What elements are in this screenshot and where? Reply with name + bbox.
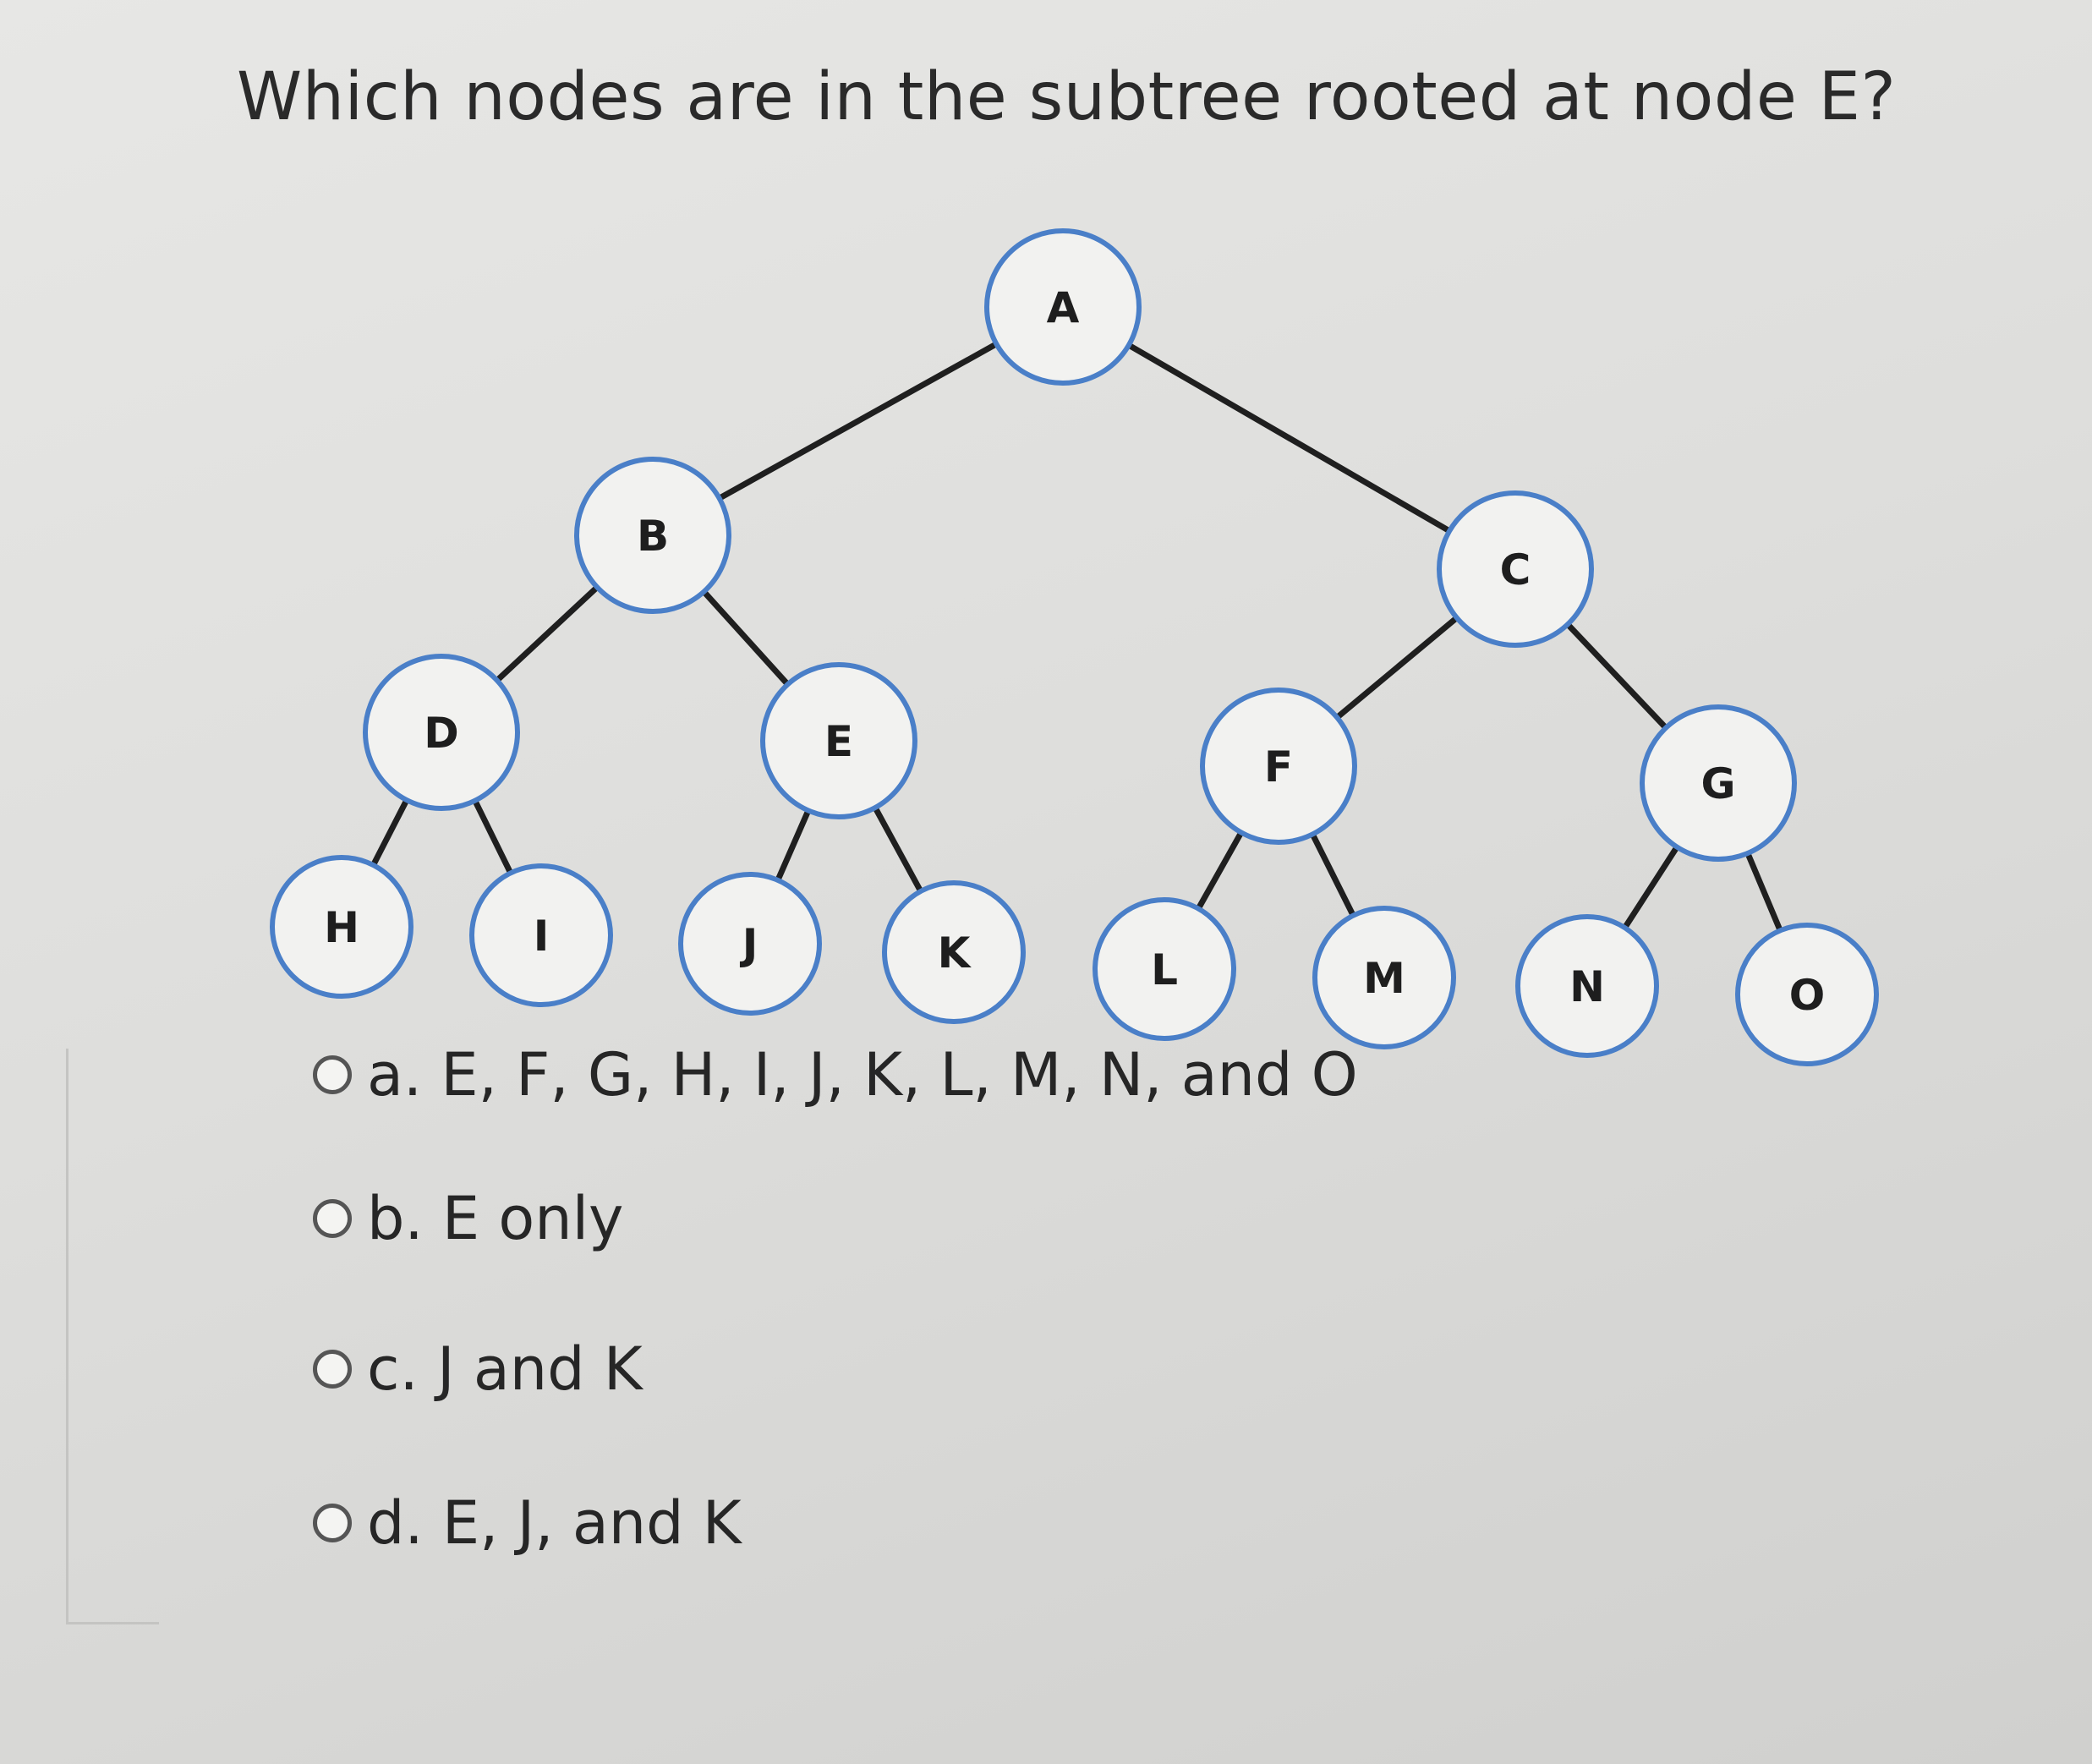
- tree-node-h: H: [270, 855, 413, 999]
- edge-a-c: [1121, 339, 1457, 537]
- tree-node-g: G: [1640, 704, 1797, 862]
- panel-border-left: [66, 1049, 68, 1624]
- node-circle: [363, 654, 520, 811]
- option-d[interactable]: d. E, J, and K: [313, 1488, 742, 1558]
- tree-node-j: J: [678, 872, 822, 1016]
- tree-node-d: D: [363, 654, 520, 811]
- edge-d-i: [469, 792, 516, 881]
- node-circle: [270, 855, 413, 999]
- option-b-label: b. E only: [367, 1184, 624, 1253]
- tree-node-o: O: [1735, 923, 1879, 1066]
- node-circle: [574, 457, 731, 614]
- node-label: C: [1500, 545, 1531, 594]
- node-label: I: [534, 912, 550, 961]
- node-label: L: [1151, 945, 1178, 994]
- edge-b-e: [697, 584, 795, 692]
- edge-g-o: [1743, 845, 1786, 939]
- node-circle: [760, 662, 917, 819]
- node-label: G: [1700, 759, 1735, 808]
- node-circle: [1515, 914, 1659, 1058]
- node-circle: [1093, 897, 1236, 1041]
- tree-node-c: C: [1437, 490, 1594, 648]
- edge-g-n: [1618, 840, 1683, 935]
- radio-icon[interactable]: [313, 1350, 352, 1389]
- panel-border-bottom: [66, 1622, 159, 1624]
- node-circle: [469, 863, 613, 1007]
- node-circle: [678, 872, 822, 1016]
- option-c-label: c. J and K: [367, 1334, 643, 1404]
- node-label: M: [1363, 954, 1405, 1003]
- edge-f-l: [1192, 824, 1247, 917]
- edge-b-d: [490, 580, 605, 688]
- edge-f-m: [1307, 826, 1359, 923]
- radio-icon[interactable]: [313, 1055, 352, 1094]
- node-label: A: [1047, 283, 1080, 332]
- node-label: J: [740, 920, 758, 969]
- node-label: H: [324, 903, 359, 952]
- node-label: D: [424, 709, 459, 758]
- node-circle: [882, 880, 1026, 1024]
- node-circle: [1735, 923, 1879, 1066]
- node-circle: [1200, 688, 1357, 845]
- radio-icon[interactable]: [313, 1199, 352, 1238]
- node-circle: [984, 228, 1142, 386]
- tree-node-k: K: [882, 880, 1026, 1024]
- option-d-label: d. E, J, and K: [367, 1488, 742, 1558]
- node-circle: [1437, 490, 1594, 648]
- radio-icon[interactable]: [313, 1504, 352, 1542]
- question-text: Which nodes are in the subtree rooted at…: [237, 59, 1897, 135]
- tree-node-m: M: [1312, 906, 1456, 1049]
- edge-d-h: [368, 792, 413, 873]
- node-label: F: [1264, 742, 1293, 792]
- node-circle: [1312, 906, 1456, 1049]
- node-label: B: [637, 512, 669, 561]
- node-circle: [1640, 704, 1797, 862]
- tree-node-b: B: [574, 457, 731, 614]
- tree-node-l: L: [1093, 897, 1236, 1041]
- option-a[interactable]: a. E, F, G, H, I, J, K, L, M, N, and O: [313, 1040, 1358, 1109]
- edge-c-f: [1330, 611, 1464, 724]
- edge-a-b: [711, 338, 1005, 504]
- tree-node-e: E: [760, 662, 917, 819]
- option-c[interactable]: c. J and K: [313, 1334, 643, 1404]
- node-label: O: [1789, 971, 1826, 1020]
- edge-c-g: [1561, 617, 1673, 735]
- tree-node-i: I: [469, 863, 613, 1007]
- tree-node-f: F: [1200, 688, 1357, 845]
- node-label: K: [938, 929, 972, 978]
- edge-e-k: [869, 800, 927, 899]
- tree-node-n: N: [1515, 914, 1659, 1058]
- node-label: N: [1569, 962, 1605, 1011]
- option-a-label: a. E, F, G, H, I, J, K, L, M, N, and O: [367, 1040, 1358, 1109]
- option-b[interactable]: b. E only: [313, 1184, 623, 1253]
- tree-node-a: A: [984, 228, 1142, 386]
- edge-e-j: [772, 803, 813, 888]
- node-label: E: [824, 717, 853, 766]
